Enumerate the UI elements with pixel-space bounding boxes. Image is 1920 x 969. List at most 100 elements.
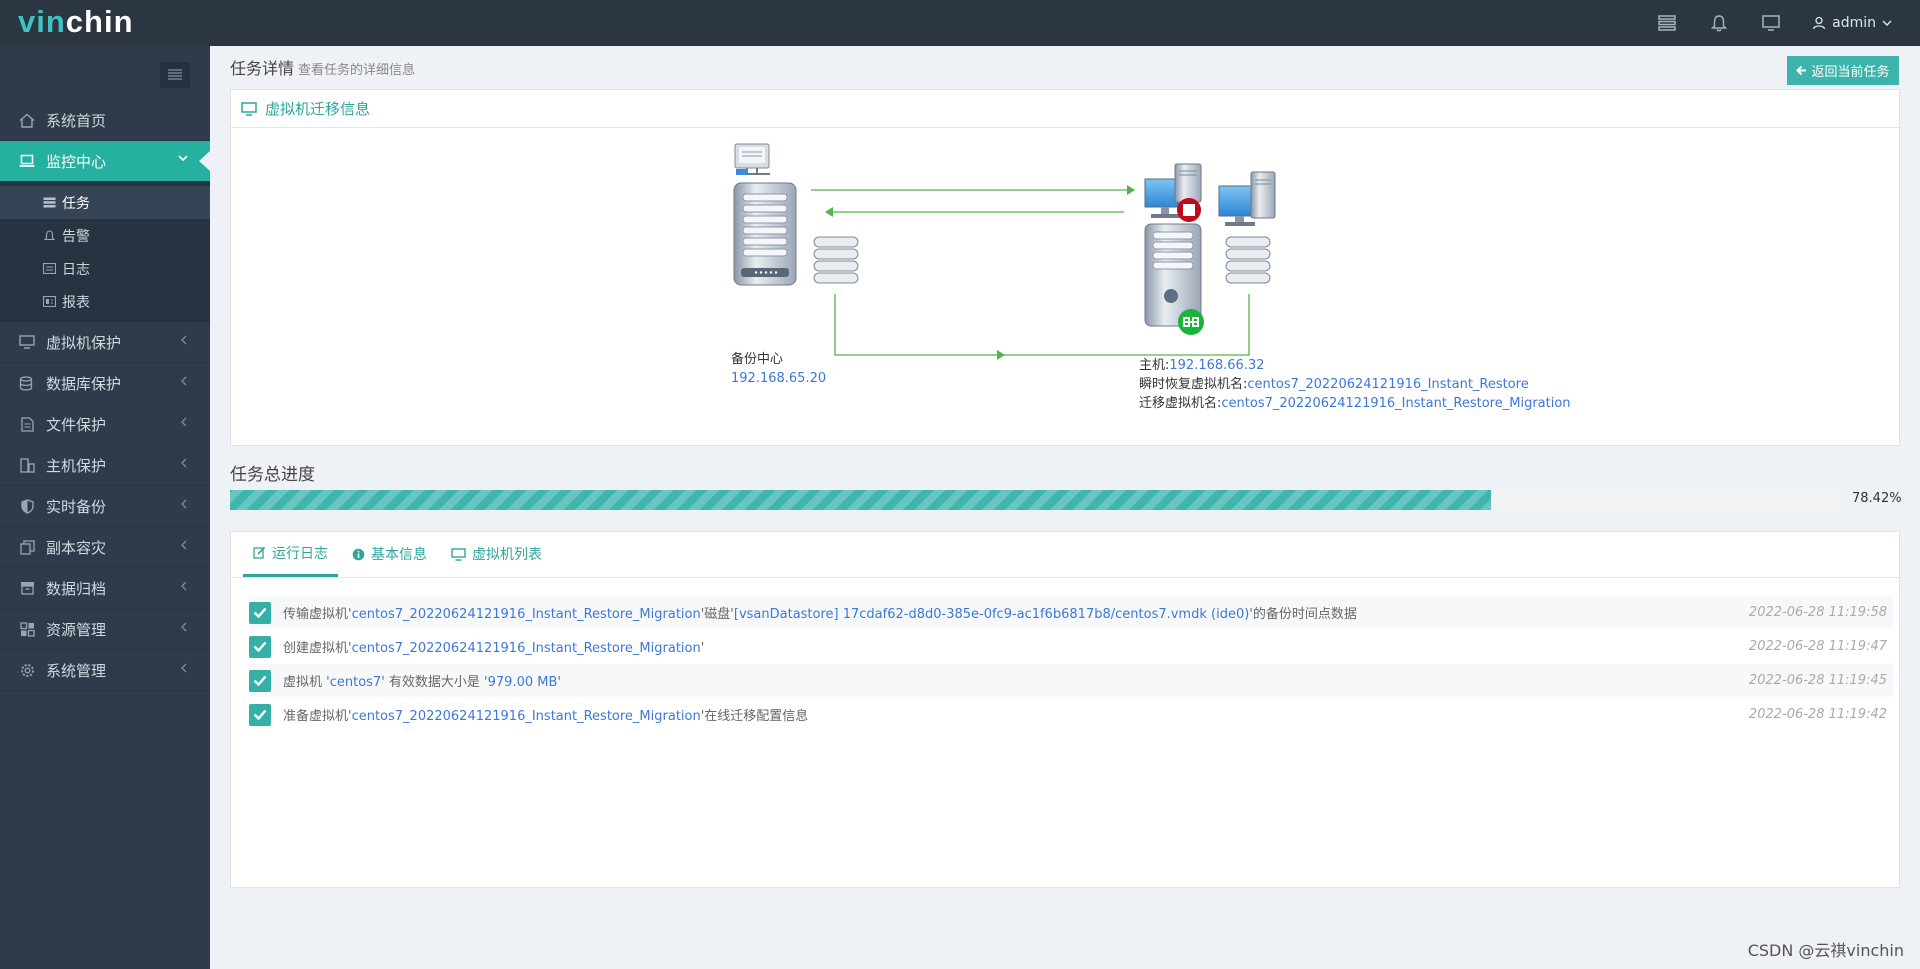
tab-basic-info[interactable]: 基本信息 — [342, 531, 437, 577]
log-row: 准备虚拟机'centos7_20220624121916_Instant_Res… — [249, 698, 1893, 732]
bell-icon[interactable] — [1708, 12, 1730, 34]
vinchin-logo[interactable]: vinchin — [18, 4, 134, 39]
check-icon — [249, 635, 271, 658]
sidebar-item-vm-protect[interactable]: 虚拟机保护 — [0, 322, 210, 363]
migrated-vm-icon — [1218, 171, 1276, 226]
migration-panel-header: 虚拟机迁移信息 — [231, 90, 1899, 128]
vm-instant-restore-icon — [1144, 163, 1202, 222]
chevron-left-icon — [181, 622, 187, 632]
user-icon — [1812, 16, 1826, 30]
progress-bar — [230, 490, 1838, 510]
user-name: admin — [1832, 15, 1876, 31]
backup-server-icon — [733, 143, 797, 286]
top-icons: admin — [1656, 0, 1892, 46]
monitor-icon[interactable] — [1760, 12, 1782, 34]
sidebar: 系统首页 监控中心 任务 告警 日志 报表 — [0, 46, 210, 969]
check-icon — [249, 601, 271, 624]
sidebar-toggle-button[interactable] — [160, 62, 190, 88]
log-timestamp: 2022-06-28 11:19:45 — [1748, 673, 1887, 688]
chevron-left-icon — [181, 417, 187, 427]
log-tabs: 运行日志 基本信息 虚拟机列表 — [231, 532, 1899, 578]
log-message: 虚拟机 'centos7' 有效数据大小是 '979.00 MB' — [283, 675, 561, 690]
sidebar-item-data-archive[interactable]: 数据归档 — [0, 568, 210, 609]
sidebar-item-host-protect[interactable]: 主机保护 — [0, 445, 210, 486]
migration-diagram: 备份中心 192.168.65.20 主机:192.168.66.32 瞬时恢复… — [231, 128, 1901, 446]
back-to-current-task-button[interactable]: 返回当前任务 — [1787, 56, 1899, 85]
log-timestamp: 2022-06-28 11:19:47 — [1748, 639, 1887, 654]
laptop-icon — [18, 152, 36, 170]
log-icon — [42, 262, 56, 276]
sidebar-item-system-mgmt[interactable]: 系统管理 — [0, 650, 210, 691]
edit-icon — [253, 546, 266, 559]
sidebar-item-realtime-backup[interactable]: 实时备份 — [0, 486, 210, 527]
copy-icon — [18, 538, 36, 556]
progress-bar-fill — [230, 490, 1491, 510]
log-row: 虚拟机 'centos7' 有效数据大小是 '979.00 MB' 2022-0… — [249, 664, 1893, 698]
chevron-left-icon — [181, 458, 187, 468]
report-icon — [42, 295, 56, 309]
chevron-left-icon — [181, 581, 187, 591]
chevron-down-icon — [178, 155, 188, 162]
sidebar-subitem-tasks[interactable]: 任务 — [0, 186, 210, 219]
resource-icon — [18, 620, 36, 638]
chevron-left-icon — [181, 335, 187, 345]
log-panel: 运行日志 基本信息 虚拟机列表 传输虚拟机'centos7_2022062412… — [230, 531, 1900, 888]
chevron-left-icon — [181, 499, 187, 509]
sidebar-subitem-logs[interactable]: 日志 — [0, 252, 210, 285]
bell-icon — [42, 229, 56, 243]
instant-vm-name: centos7_20220624121916_Instant_Restore — [1247, 377, 1529, 392]
log-timestamp: 2022-06-28 11:19:42 — [1748, 707, 1887, 722]
sidebar-item-replica-dr[interactable]: 副本容灾 — [0, 527, 210, 568]
sidebar-item-file-protect[interactable]: 文件保护 — [0, 404, 210, 445]
chevron-down-icon — [1882, 20, 1892, 26]
progress-title: 任务总进度 — [230, 465, 315, 485]
host-storage-icon — [1225, 236, 1271, 284]
host-ip: 192.168.66.32 — [1169, 358, 1265, 373]
shield-icon — [18, 497, 36, 515]
monitor-subnav: 任务 告警 日志 报表 — [0, 182, 210, 322]
file-icon — [18, 415, 36, 433]
host-server-icon — [1144, 223, 1204, 335]
monitor-icon — [451, 547, 466, 561]
progress-percent: 78.42% — [1852, 491, 1902, 506]
watermark: CSDN @云祺vinchin — [1747, 941, 1904, 960]
monitor-icon — [241, 101, 257, 116]
backup-center-ip: 192.168.65.20 — [731, 371, 827, 386]
log-row: 传输虚拟机'centos7_20220624121916_Instant_Res… — [249, 596, 1893, 630]
monitor-icon — [18, 333, 36, 351]
task-list-icon[interactable] — [1656, 12, 1678, 34]
check-icon — [249, 703, 271, 726]
log-row: 创建虚拟机'centos7_20220624121916_Instant_Res… — [249, 630, 1893, 664]
info-icon — [352, 548, 365, 560]
chevron-left-icon — [181, 540, 187, 550]
top-bar: vinchin admin — [0, 0, 1920, 46]
log-message: 准备虚拟机'centos7_20220624121916_Instant_Res… — [283, 709, 809, 724]
home-icon — [18, 111, 36, 129]
tab-vm-list[interactable]: 虚拟机列表 — [441, 531, 552, 577]
sidebar-item-monitor[interactable]: 监控中心 — [0, 141, 210, 182]
host-icon — [18, 456, 36, 474]
tab-run-log[interactable]: 运行日志 — [243, 531, 338, 577]
database-icon — [18, 374, 36, 392]
sidebar-item-db-protect[interactable]: 数据库保护 — [0, 363, 210, 404]
menu-icon — [168, 69, 182, 80]
backup-center-info: 备份中心 192.168.65.20 — [731, 352, 827, 386]
list-icon — [42, 196, 56, 210]
gear-icon — [18, 661, 36, 679]
log-timestamp: 2022-06-28 11:19:58 — [1748, 605, 1887, 620]
page-title: 任务详情查看任务的详细信息 — [230, 59, 416, 78]
check-icon — [249, 669, 271, 692]
sidebar-subitem-reports[interactable]: 报表 — [0, 285, 210, 318]
page-subtitle: 查看任务的详细信息 — [298, 63, 416, 78]
migration-info-panel: 虚拟机迁移信息 — [230, 89, 1900, 446]
sidebar-item-resource-mgmt[interactable]: 资源管理 — [0, 609, 210, 650]
sidebar-item-home[interactable]: 系统首页 — [0, 100, 210, 141]
log-message: 创建虚拟机'centos7_20220624121916_Instant_Res… — [283, 641, 705, 656]
chevron-left-icon — [181, 376, 187, 386]
migrate-vm-name: centos7_20220624121916_Instant_Restore_M… — [1221, 396, 1571, 411]
sidebar-subitem-alarms[interactable]: 告警 — [0, 219, 210, 252]
archive-icon — [18, 579, 36, 597]
log-list: 传输虚拟机'centos7_20220624121916_Instant_Res… — [249, 596, 1893, 732]
user-menu[interactable]: admin — [1812, 15, 1892, 31]
arrow-left-icon — [1796, 65, 1807, 76]
